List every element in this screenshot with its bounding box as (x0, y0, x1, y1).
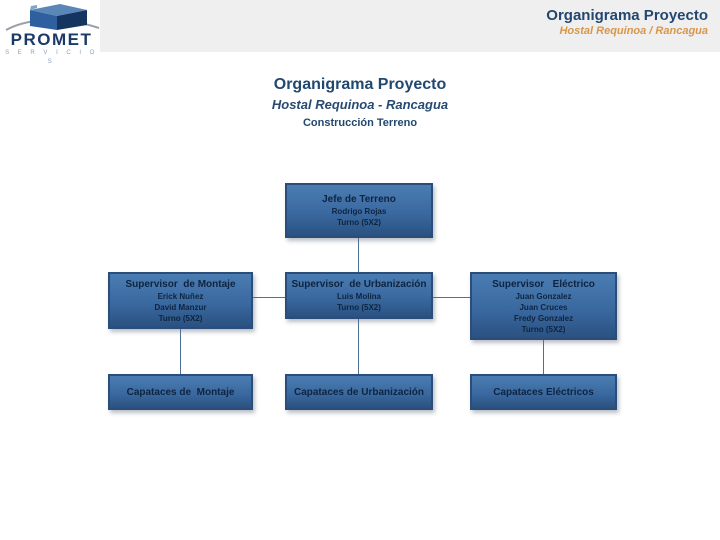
org-box-member: David Manzur (154, 302, 207, 312)
org-box-title: Supervisor de Urbanización (291, 279, 427, 290)
org-box-title: Supervisor Eléctrico (492, 278, 595, 290)
header-subtitle: Hostal Requinoa / Rancagua (559, 25, 708, 37)
org-box-title: Jefe de Terreno (322, 194, 396, 205)
org-box-member: Erick Nuñez (157, 291, 204, 301)
connector-electrico-to-capataces (543, 340, 544, 374)
org-box-capataces-electricos: Capataces Eléctricos (470, 374, 617, 410)
header-band: Organigrama Proyecto Hostal Requinoa / R… (100, 0, 720, 52)
logo-tagline: S E R V I C I O S (5, 50, 98, 65)
org-box-member: Luis Molina (337, 292, 381, 301)
connector-jefe-to-urbanizacion (358, 238, 359, 272)
org-box-supervisor-electrico: Supervisor Eléctrico Juan Gonzalez Juan … (470, 272, 617, 340)
org-box-supervisor-montaje: Supervisor de Montaje Erick Nuñez David … (108, 272, 253, 329)
page-title: Organigrama Proyecto (273, 76, 447, 93)
org-box-member: Turno (5X2) (158, 313, 203, 323)
building-icon (5, 4, 99, 31)
org-box-member: Turno (5X2) (337, 218, 381, 227)
page-subtitle: Hostal Requinoa - Rancagua (271, 97, 449, 112)
org-box-title: Capataces Eléctricos (493, 386, 594, 398)
org-box-capataces-montaje: Capataces de Montaje (108, 374, 253, 410)
header-title: Organigrama Proyecto (546, 7, 708, 24)
connector-urbanizacion-to-electrico (433, 297, 470, 298)
org-box-member: Turno (5X2) (521, 324, 566, 334)
org-box-supervisor-urbanizacion: Supervisor de Urbanización Luis Molina T… (285, 272, 433, 319)
connector-urbanizacion-to-capataces (358, 319, 359, 374)
org-box-member: Rodrigo Rojas (331, 207, 387, 216)
logo-wordmark: PROMET (10, 30, 93, 49)
org-box-member: Turno (5X2) (337, 303, 381, 312)
connector-montaje-to-capataces (180, 329, 181, 374)
org-box-member: Juan Cruces (519, 302, 568, 312)
org-box-title: Capataces de Urbanización (293, 386, 425, 398)
org-box-capataces-urbanizacion: Capataces de Urbanización (285, 374, 433, 410)
org-box-jefe-terreno: Jefe de Terreno Rodrigo Rojas Turno (5X2… (285, 183, 433, 238)
org-box-title: Supervisor de Montaje (125, 278, 236, 290)
page-section-label: Construcción Terreno (302, 117, 418, 129)
promet-logo: PROMET S E R V I C I O S (3, 1, 100, 67)
org-box-member: Fredy Gonzalez (513, 313, 574, 323)
org-box-member: Juan Gonzalez (515, 291, 572, 301)
connector-urbanizacion-to-montaje (253, 297, 285, 298)
org-box-title: Capataces de Montaje (126, 386, 235, 398)
